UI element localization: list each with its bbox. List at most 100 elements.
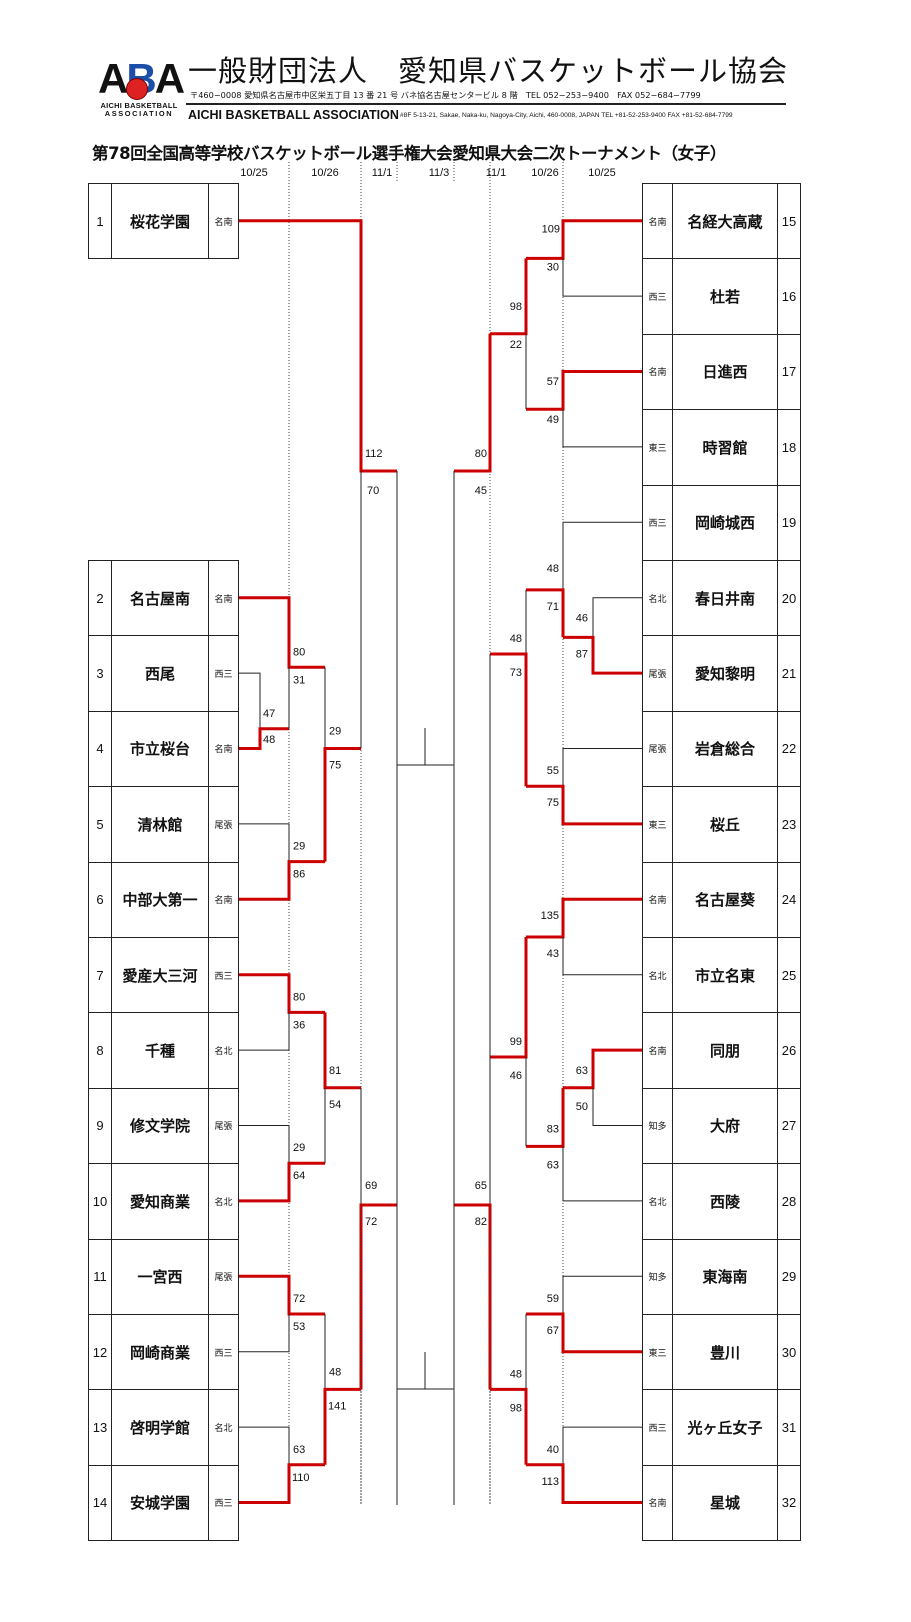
team-seed: 13: [89, 1390, 112, 1465]
team-seed: 9: [89, 1088, 112, 1164]
score-label: 45: [475, 485, 487, 497]
winner-path: [526, 1312, 642, 1354]
team-name: 日進西: [673, 334, 778, 410]
winner-path: [239, 727, 289, 750]
score-label: 82: [475, 1216, 487, 1228]
organization-name: 一般財団法人 愛知県バスケットボール協会: [188, 54, 789, 88]
organization-name-english: AICHI BASKETBALL ASSOCIATION: [188, 108, 399, 122]
score-label: 46: [510, 1070, 522, 1082]
team-region: 西三: [643, 1390, 673, 1465]
score-label: 29: [329, 726, 341, 738]
winner-path: [454, 333, 492, 473]
organization-address-english: #8F 5-13-21, Sakae, Naka-ku, Nagoya-City…: [400, 112, 733, 119]
bracket-line: [239, 1125, 290, 1164]
score-label: 113: [541, 1476, 559, 1488]
score-label: 48: [547, 563, 559, 575]
team-name: 啓明学館: [112, 1390, 209, 1465]
organization-address: 〒460−0008 愛知県名古屋市中区栄五丁目 13 番 21 号 バネ協名古屋…: [190, 90, 701, 100]
score-label: 29: [293, 841, 305, 853]
round-date-right-r2: 10/26: [531, 167, 559, 179]
team-seed: 22: [781, 741, 797, 757]
round-date-final: 11/3: [428, 167, 450, 179]
score-label: 30: [547, 261, 559, 273]
score-label: 31: [293, 674, 305, 686]
team-seed: 31: [781, 1420, 797, 1436]
winner-path: [490, 652, 528, 787]
winner-path: [239, 1274, 325, 1316]
team-region: 名南: [643, 1465, 673, 1541]
header-divider: [186, 103, 786, 105]
score-label: 46: [576, 612, 588, 624]
team-name: 市立桜台: [112, 711, 209, 787]
score-label: 83: [547, 1123, 559, 1135]
team-region: 名北: [643, 1164, 673, 1239]
team-region: 名南: [214, 745, 233, 756]
team-region: 東三: [643, 1315, 673, 1390]
bracket-line: [562, 748, 642, 787]
team-seed: 12: [89, 1315, 112, 1390]
team-name: 春日井南: [673, 561, 778, 636]
score-label: 70: [367, 485, 379, 497]
team-name: 同朋: [673, 1013, 778, 1088]
team-seed: 8: [89, 1013, 112, 1088]
bracket-line: [562, 258, 642, 297]
team-name: 愛産大三河: [112, 938, 209, 1013]
team-seed: 15: [781, 213, 797, 229]
score-label: 48: [263, 734, 275, 746]
team-name: 安城学園: [112, 1465, 209, 1541]
team-name: 杜若: [673, 259, 778, 334]
winner-path: [563, 1048, 642, 1090]
team-region: 名北: [214, 1424, 233, 1435]
score-label: 63: [547, 1159, 559, 1171]
score-label: 63: [293, 1444, 305, 1456]
winner-path: [323, 747, 361, 862]
winner-path: [490, 937, 528, 1059]
winner-path: [490, 258, 528, 336]
team-name: 東海南: [673, 1239, 778, 1314]
score-label: 53: [293, 1321, 305, 1333]
winner-path: [239, 1463, 325, 1504]
score-label: 50: [576, 1101, 588, 1113]
score-label: 72: [293, 1293, 305, 1305]
team-seed: 26: [781, 1043, 797, 1059]
team-seed: 27: [781, 1118, 797, 1134]
bracket-line: [562, 409, 642, 448]
score-label: 80: [293, 991, 305, 1003]
score-label: 22: [510, 339, 522, 351]
score-label: 57: [547, 376, 559, 388]
team-region: 名南: [643, 184, 673, 259]
score-label: 112: [365, 448, 383, 460]
round-date-right-r3: 11/1: [485, 167, 507, 179]
score-label: 99: [510, 1036, 522, 1048]
team-name: 名古屋葵: [673, 862, 778, 937]
score-label: 47: [263, 708, 275, 720]
team-name: 一宮西: [112, 1239, 209, 1314]
team-seed: 18: [781, 439, 797, 455]
team-seed: 20: [781, 590, 797, 606]
team-seed: 11: [89, 1239, 112, 1314]
score-label: 48: [329, 1366, 341, 1378]
team-name: 名古屋南: [112, 561, 209, 636]
team-seed: 21: [781, 666, 797, 682]
team-region: 尾張: [214, 1273, 233, 1284]
team-region: 西三: [214, 670, 233, 681]
round-date-left-r2: 10/26: [311, 167, 339, 179]
winner-path: [526, 1087, 565, 1148]
team-name: 岩倉総合: [673, 711, 778, 787]
score-label: 29: [293, 1142, 305, 1154]
score-label: 98: [510, 1402, 522, 1414]
